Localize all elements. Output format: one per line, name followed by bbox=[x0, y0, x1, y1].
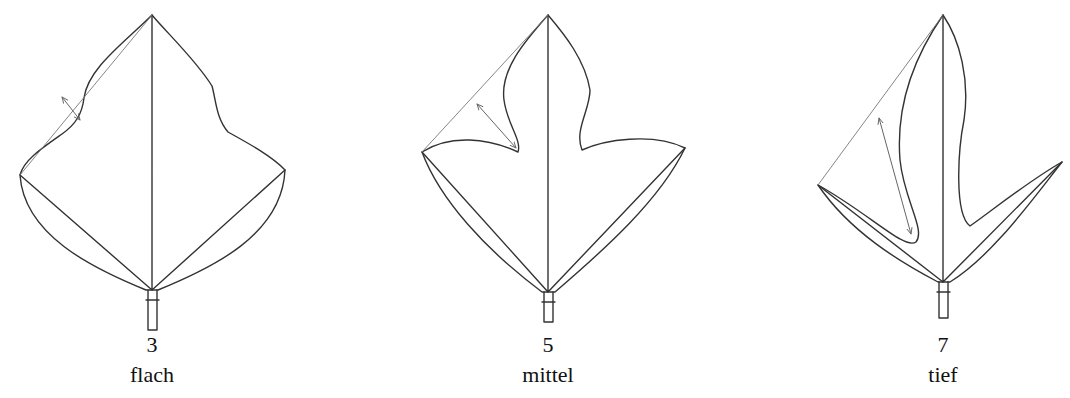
grade-number: 7 bbox=[938, 334, 949, 356]
grade-number: 3 bbox=[147, 334, 158, 356]
grade-word: tief bbox=[928, 364, 957, 386]
leaf-shallow bbox=[20, 15, 285, 330]
leaf-deep bbox=[818, 15, 1062, 318]
leaf-medium bbox=[422, 15, 685, 322]
grade-word: flach bbox=[130, 364, 174, 386]
grade-word: mittel bbox=[522, 364, 573, 386]
grade-number: 5 bbox=[543, 334, 554, 356]
